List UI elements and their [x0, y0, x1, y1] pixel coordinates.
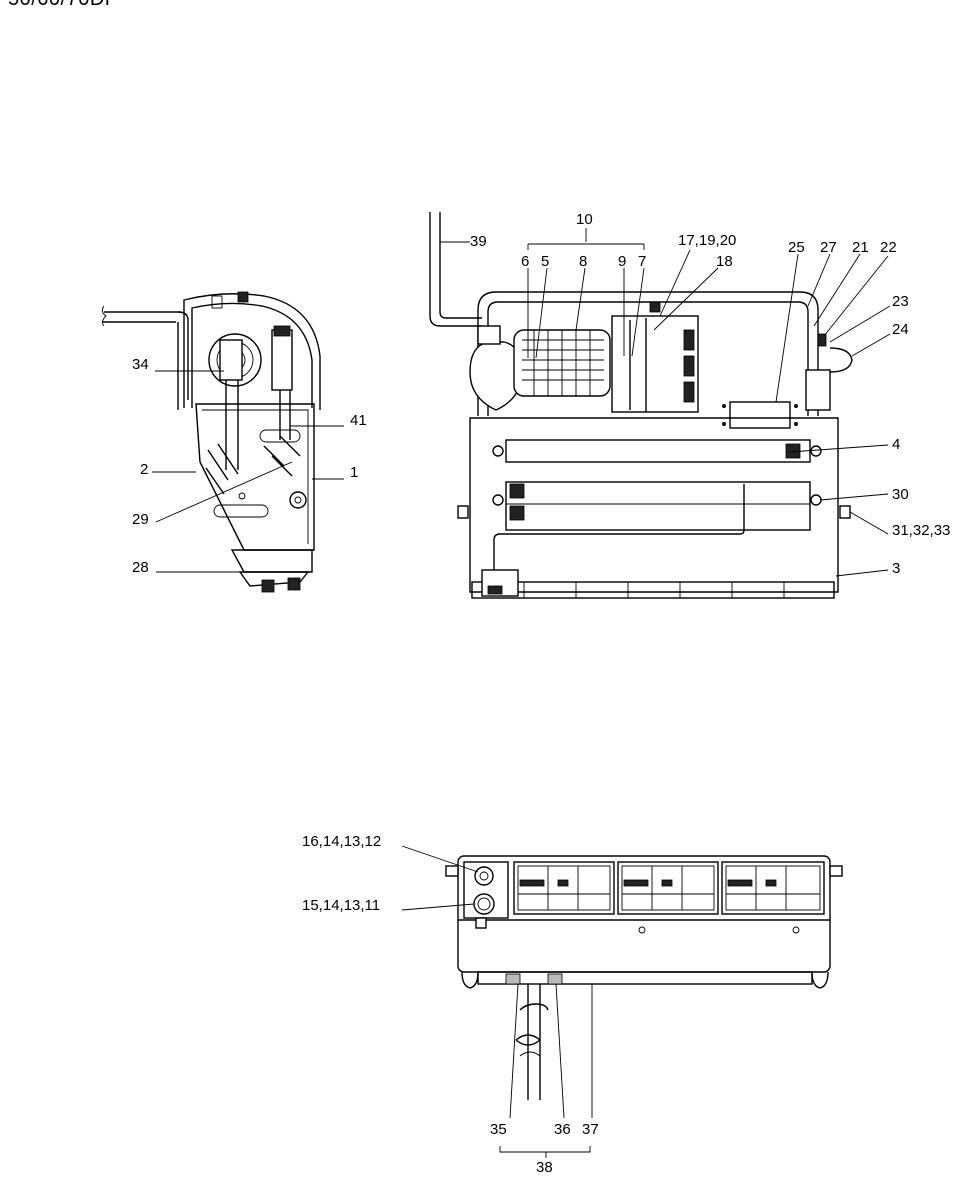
callout-29: 29 [132, 511, 149, 528]
callout-27: 27 [820, 239, 837, 256]
callout-9: 9 [618, 253, 626, 270]
callout-36: 36 [554, 1121, 571, 1138]
module-3 [721, 861, 825, 915]
callout-4: 4 [892, 436, 900, 453]
callout-22: 22 [880, 239, 897, 256]
callout-28: 28 [132, 559, 149, 576]
callout-7: 7 [638, 253, 646, 270]
callout-30: 30 [892, 486, 909, 503]
module-2 [617, 861, 719, 915]
drawing-title: 50/60/70DF [8, 0, 118, 11]
callout-2: 2 [140, 461, 148, 478]
callout-25: 25 [788, 239, 805, 256]
callout-10: 10 [576, 211, 593, 228]
callout-17-19-20: 17,19,20 [678, 232, 736, 249]
callout-6: 6 [521, 253, 529, 270]
callout-35: 35 [490, 1121, 507, 1138]
callout-38: 38 [536, 1159, 553, 1176]
callout-37: 37 [582, 1121, 599, 1138]
callout-18: 18 [716, 253, 733, 270]
module-1 [513, 861, 615, 915]
callout-21: 21 [852, 239, 869, 256]
callout-3: 3 [892, 560, 900, 577]
callout-34: 34 [132, 356, 149, 373]
callout-41: 41 [350, 412, 367, 429]
rear-view-drawing [429, 212, 853, 599]
callout-16-14-13-12: 16,14,13,12 [302, 833, 381, 850]
callout-39: 39 [470, 233, 487, 250]
callout-5: 5 [541, 253, 549, 270]
callout-8: 8 [579, 253, 587, 270]
callout-24: 24 [892, 321, 909, 338]
side-view-drawing [101, 291, 321, 593]
callout-23: 23 [892, 293, 909, 310]
callout-1: 1 [350, 464, 358, 481]
callout-15-14-13-11: 15,14,13,11 [302, 897, 380, 914]
front-view-drawing [445, 855, 843, 1100]
callout-31-32-33: 31,32,33 [892, 522, 950, 539]
